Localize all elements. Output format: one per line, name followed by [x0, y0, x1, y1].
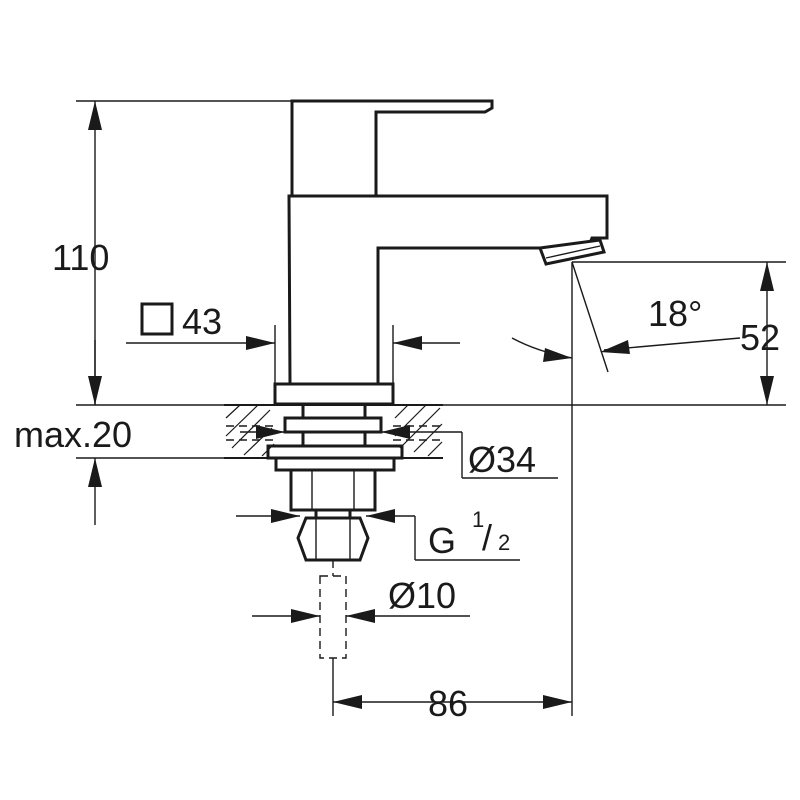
projection-label: 86 — [428, 683, 468, 724]
max-thickness-label: max.20 — [14, 414, 132, 455]
spout-angle-label: 18° — [648, 293, 702, 334]
mounting-assembly — [266, 382, 404, 659]
handle-lever — [290, 99, 494, 198]
square-symbol-icon — [140, 302, 174, 336]
supply-hose — [319, 575, 347, 659]
thread-numerator: 1 — [472, 507, 484, 532]
diameter-10-label: Ø10 — [388, 575, 456, 616]
mounting-deck — [224, 404, 443, 459]
thread-fraction-slash: / — [482, 517, 492, 558]
dim-square-43: 43 — [126, 301, 460, 384]
dim-diameter-34: Ø34 — [240, 425, 558, 480]
dim-spout-height-52: 52 — [443, 261, 786, 406]
hex-nut — [296, 516, 370, 562]
dim-height-110: 110 — [52, 100, 292, 406]
thread-g-label: G — [428, 520, 456, 561]
square-size-label: 43 — [182, 301, 222, 342]
dim-spout-angle: 18° — [511, 261, 741, 373]
height-total-label: 110 — [52, 237, 109, 278]
dim-max-thickness: max.20 — [14, 340, 224, 525]
dim-projection-86: 86 — [332, 262, 573, 724]
dim-diameter-10: Ø10 — [252, 575, 470, 623]
thread-denominator: 2 — [498, 530, 510, 555]
dim-thread-g12: G 1 / 2 — [236, 507, 520, 561]
faucet-body — [287, 99, 609, 386]
spout-height-label: 52 — [740, 317, 780, 358]
diameter-34-label: Ø34 — [468, 439, 536, 480]
